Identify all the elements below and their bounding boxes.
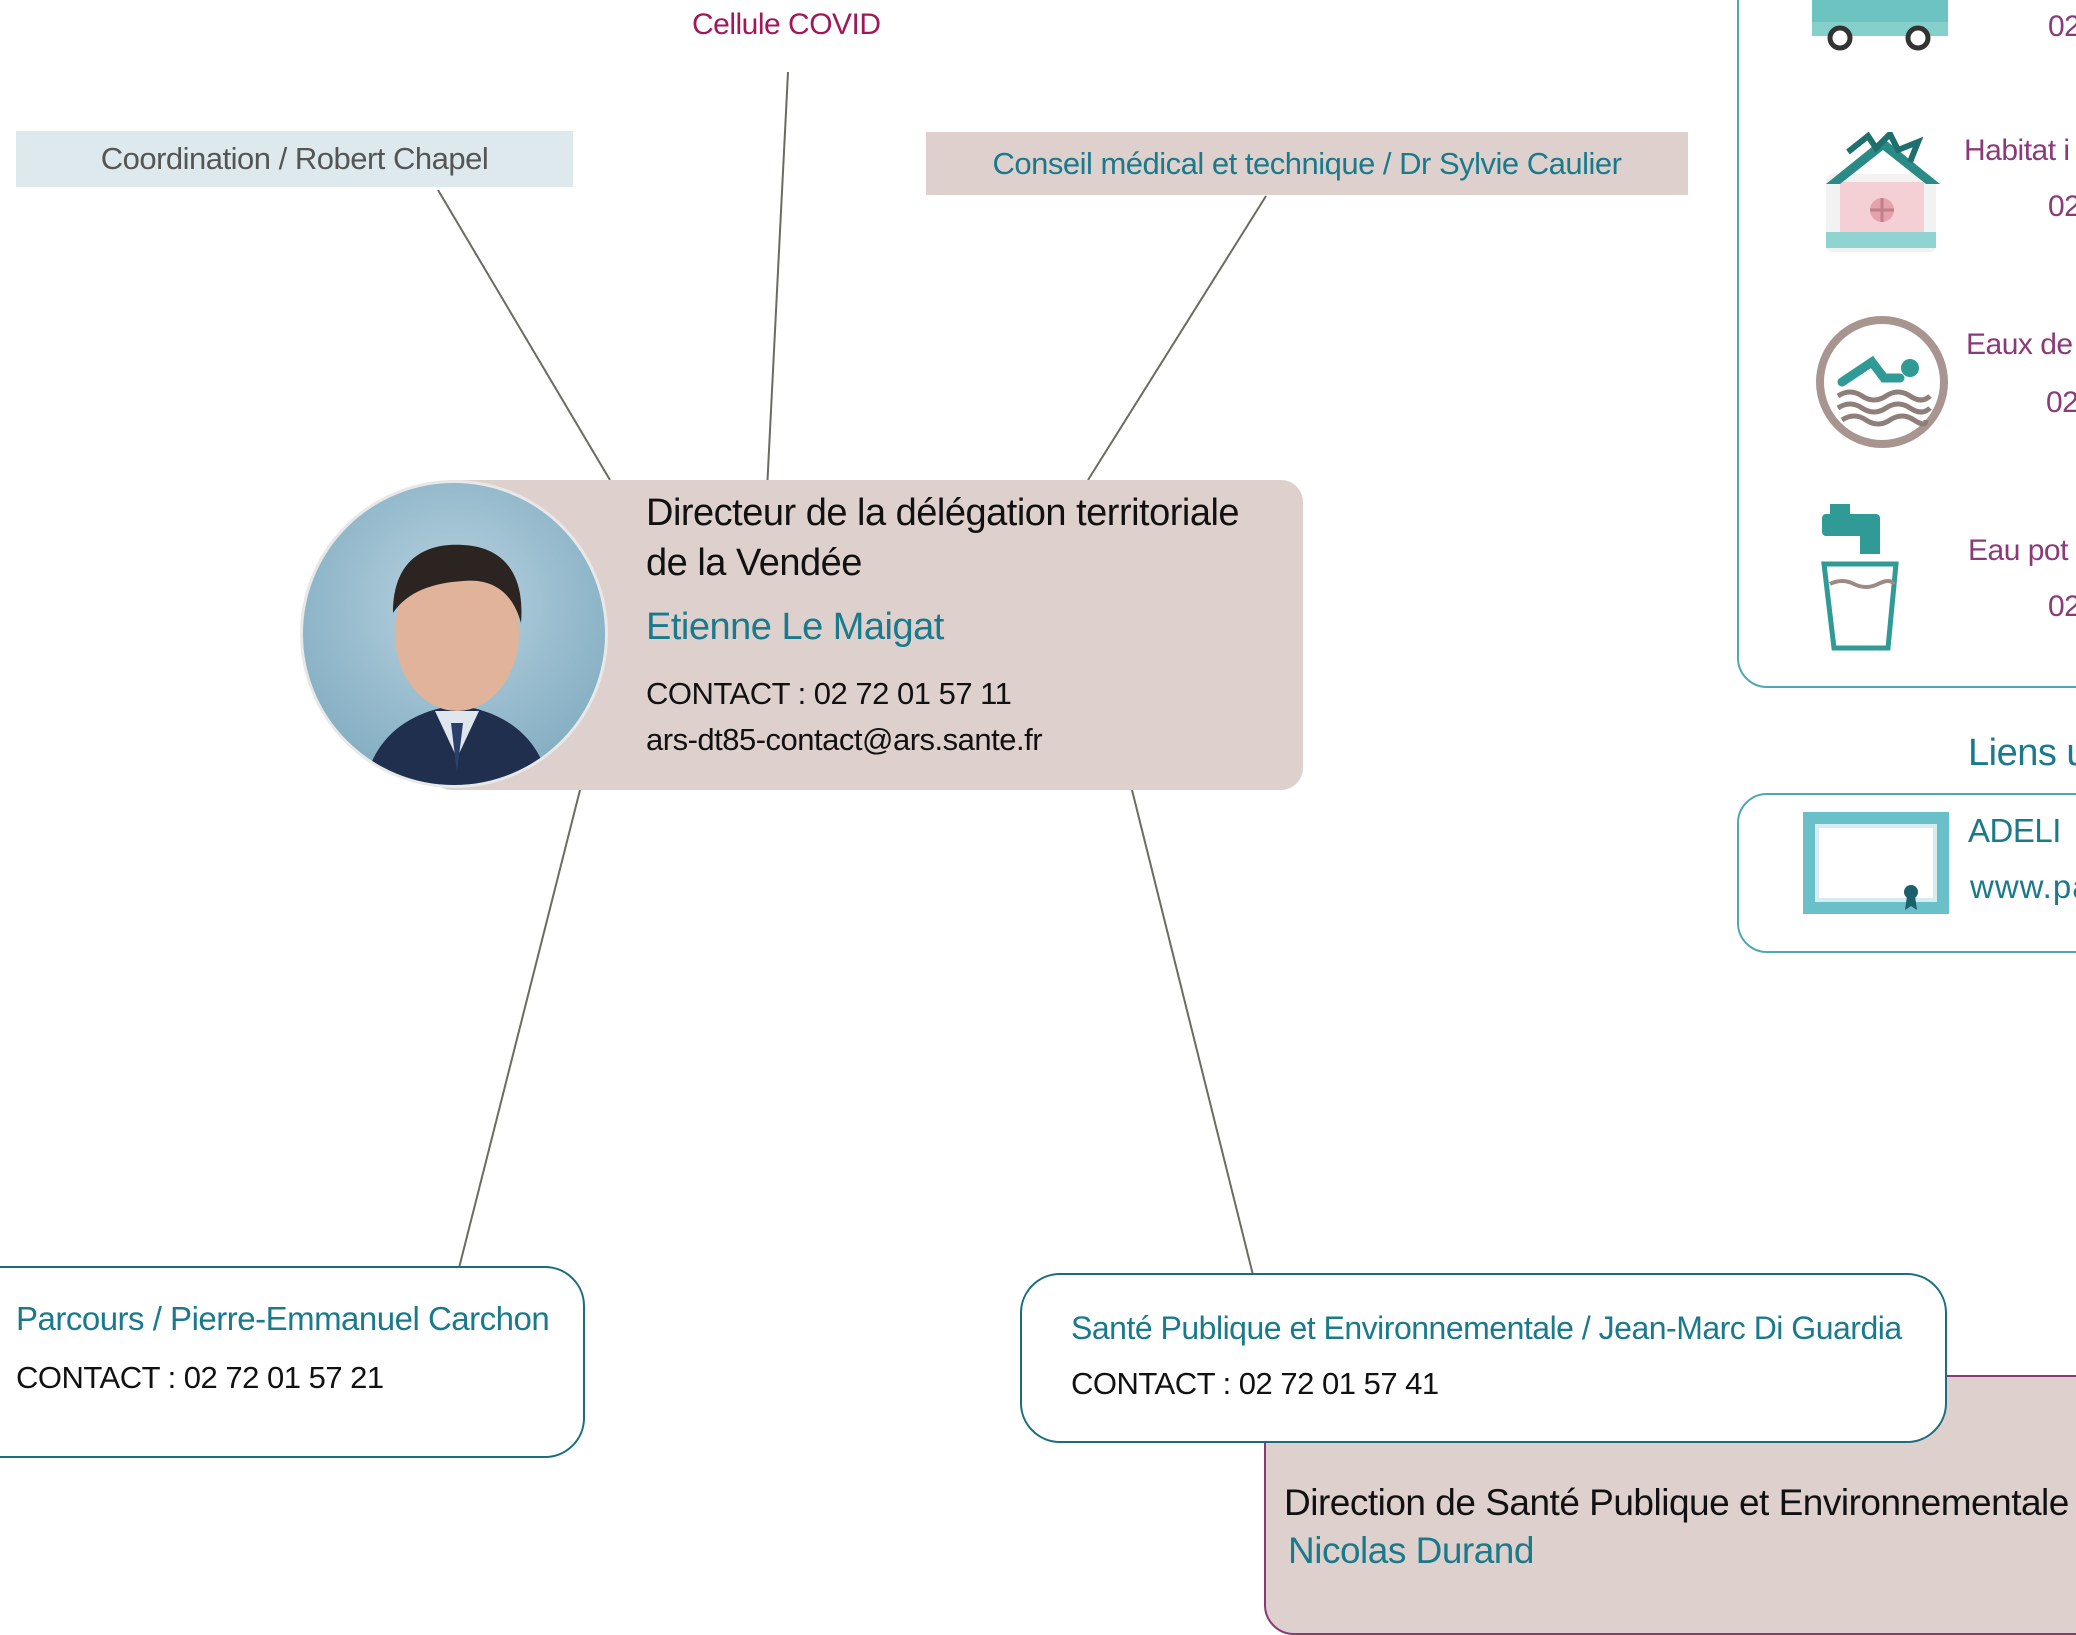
sante-publique-title: Santé Publique et Environnementale / Jea… xyxy=(1071,1310,1902,1346)
liens-item-url[interactable]: www.pa xyxy=(1970,868,2076,905)
direction-spe-title: Direction de Santé Publique et Environne… xyxy=(1284,1482,2069,1523)
service-3-phone: 02 xyxy=(2046,386,2076,419)
conseil-label: Conseil médical et technique / Dr Sylvie… xyxy=(992,145,1622,181)
director-email[interactable]: ars-dt85-contact@ars.sante.fr xyxy=(646,722,1043,757)
faucet-icon xyxy=(1821,504,1899,651)
line-conseil xyxy=(1087,195,1267,481)
director-contact: CONTACT : 02 72 01 57 11 xyxy=(646,676,1012,711)
conseil-box: Conseil médical et technique / Dr Sylvie… xyxy=(926,132,1688,195)
service-2-label: Habitat i xyxy=(1964,134,2070,167)
line-coordination xyxy=(437,189,611,481)
director-name: Etienne Le Maigat xyxy=(646,606,944,648)
parcours-title: Parcours / Pierre-Emmanuel Carchon xyxy=(16,1300,550,1337)
sante-publique-box xyxy=(1020,1273,1947,1443)
connector-lines xyxy=(437,71,1267,1276)
liens-item-label[interactable]: ADELI xyxy=(1968,812,2061,849)
line-sante xyxy=(1131,789,1254,1276)
sante-publique-contact: CONTACT : 02 72 01 57 41 xyxy=(1071,1366,1439,1401)
liens-title: Liens u xyxy=(1968,732,2076,774)
swimmer-icon xyxy=(1816,316,1948,448)
parcours-contact: CONTACT : 02 72 01 57 21 xyxy=(16,1360,384,1395)
line-parcours xyxy=(458,789,581,1269)
certificate-icon[interactable] xyxy=(1803,812,1949,914)
cellule-covid-label: Cellule COVID xyxy=(692,8,881,41)
direction-spe-name: Nicolas Durand xyxy=(1288,1530,1534,1571)
truck-icon xyxy=(1812,0,1948,51)
service-2-phone: 02 xyxy=(2048,190,2076,223)
person-silhouette-icon xyxy=(364,544,550,785)
coordination-label: Coordination / Robert Chapel xyxy=(100,141,489,176)
service-4-phone: 02 xyxy=(2048,590,2076,623)
director-photo xyxy=(300,480,608,788)
coordination-box: Coordination / Robert Chapel xyxy=(16,131,573,187)
line-covid xyxy=(765,71,789,511)
parcours-box xyxy=(0,1266,585,1458)
director-title-line1: Directeur de la délégation territoriale xyxy=(646,492,1240,534)
service-4-label: Eau pot xyxy=(1968,534,2068,567)
director-title-line2: de la Vendée xyxy=(646,542,862,584)
house-icon xyxy=(1826,132,1940,252)
service-3-label: Eaux de xyxy=(1966,328,2073,361)
service-1-phone: 02 xyxy=(2048,10,2076,43)
